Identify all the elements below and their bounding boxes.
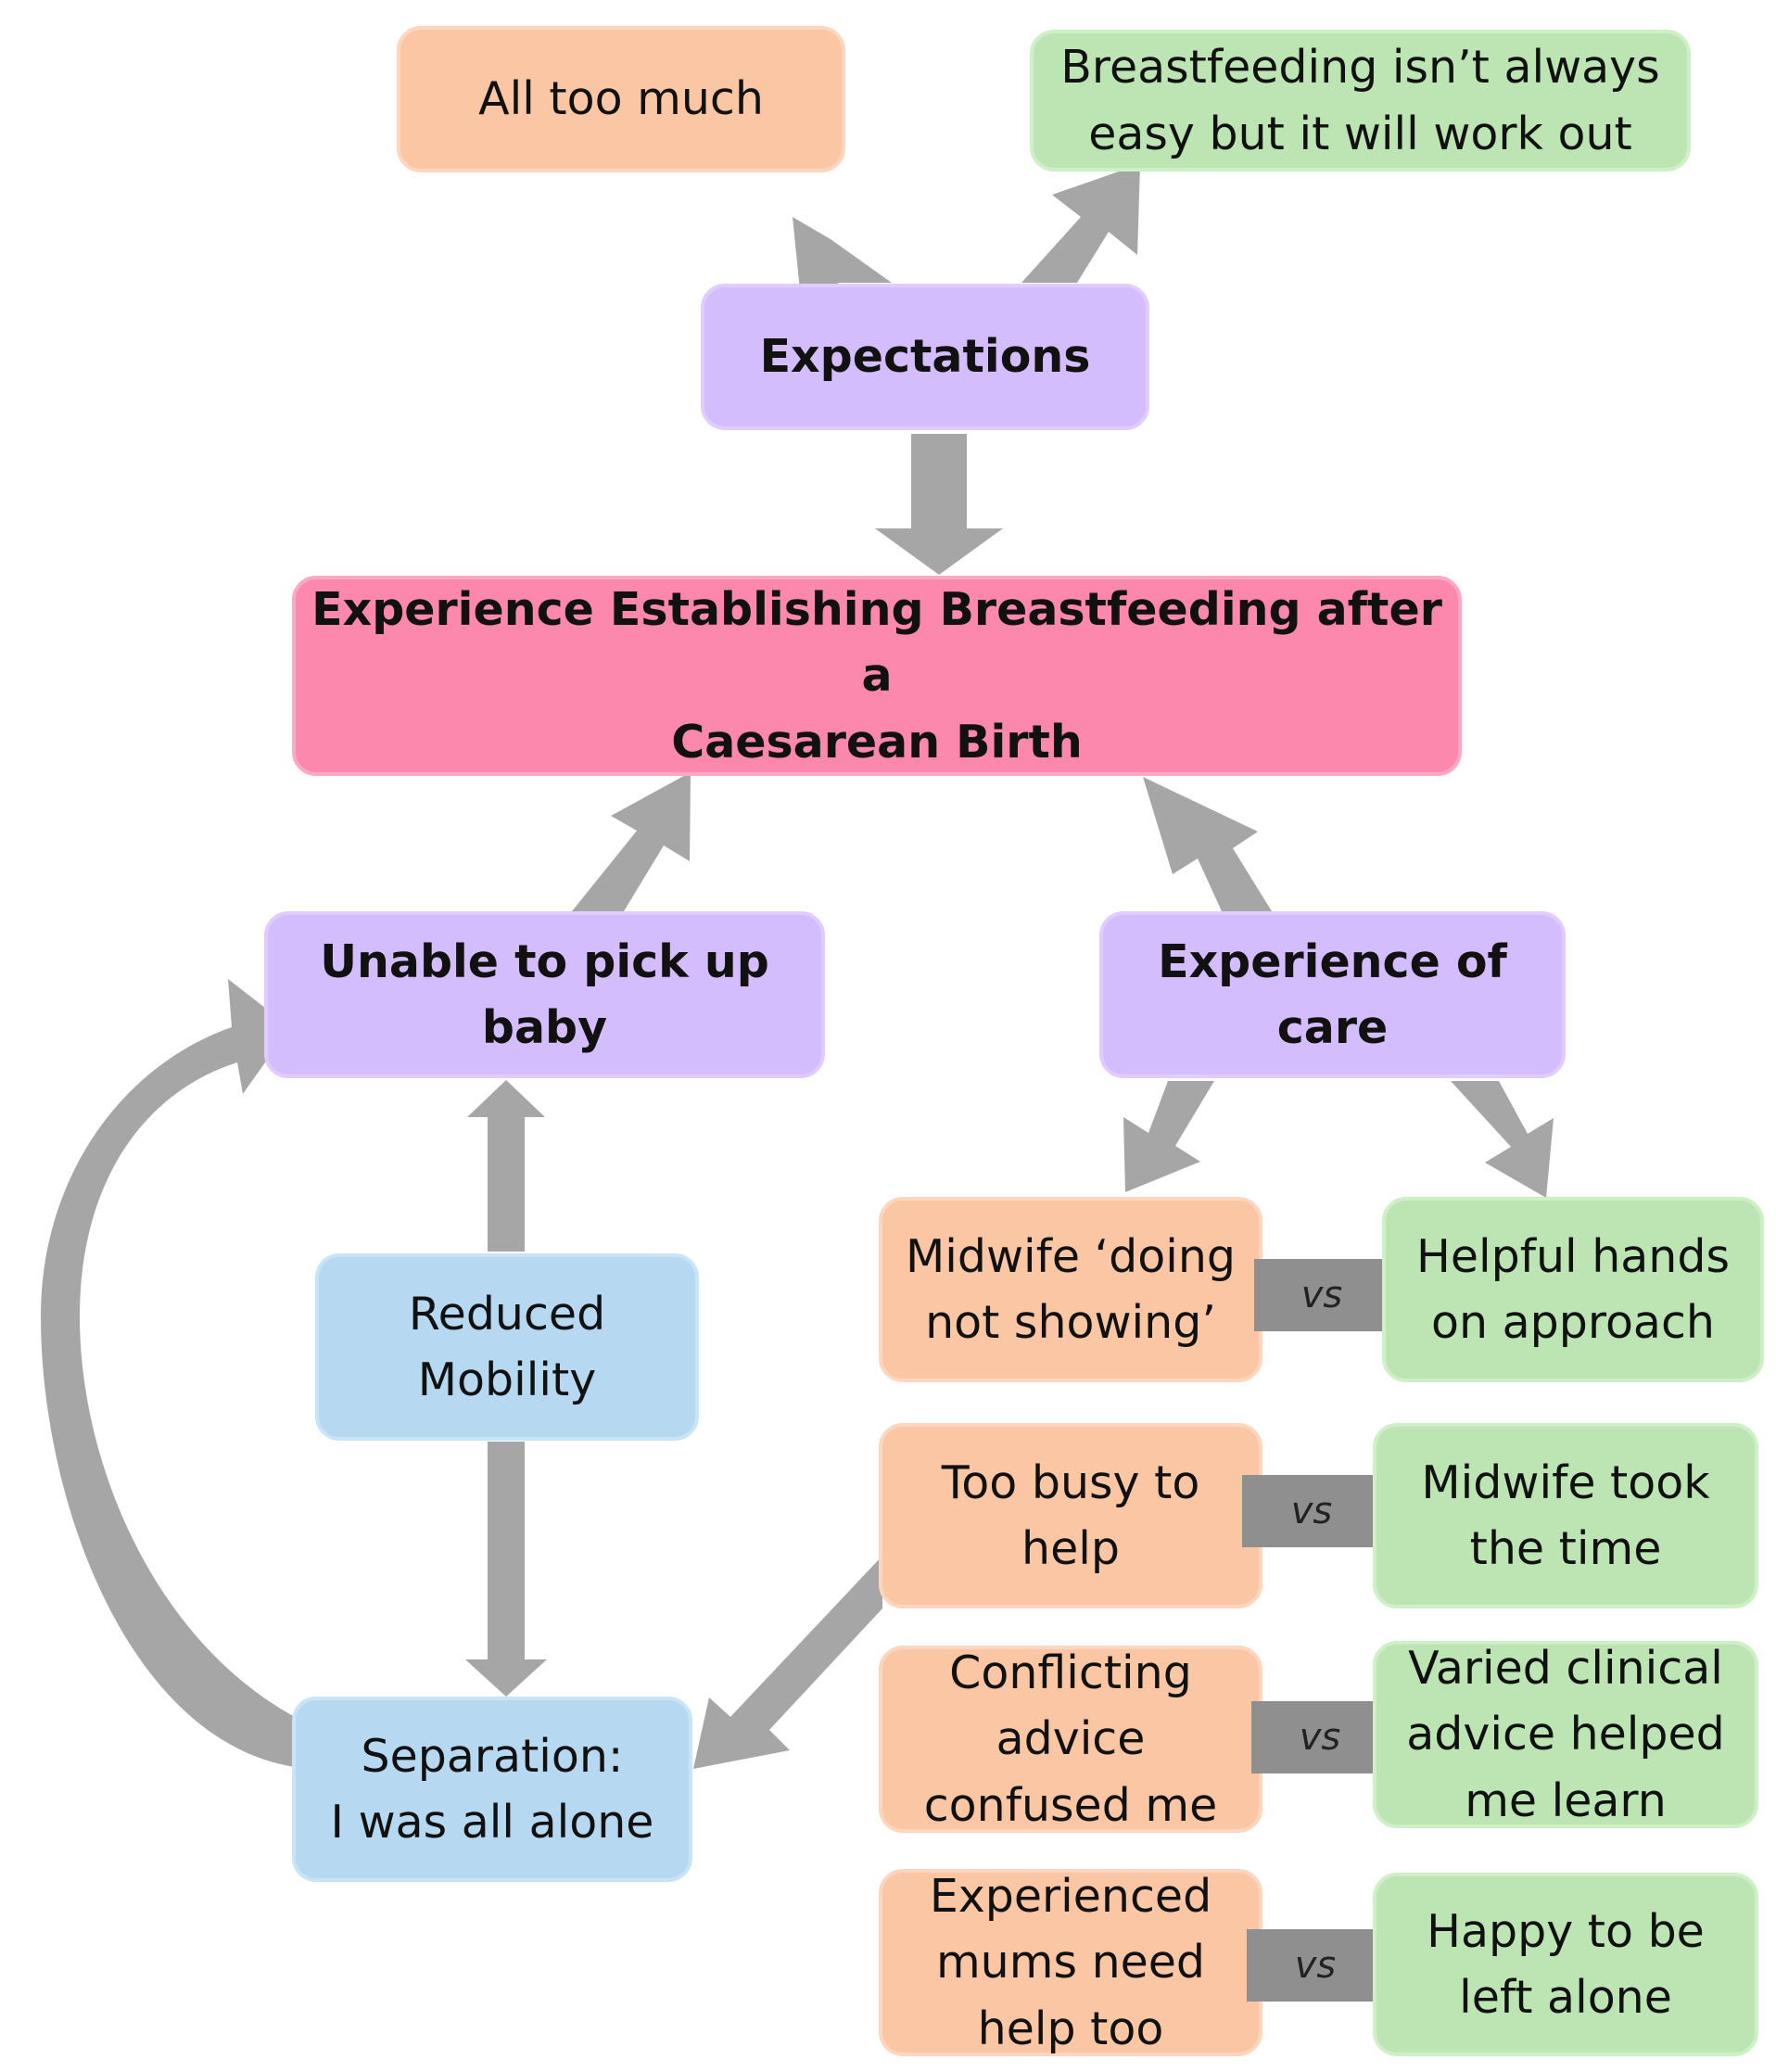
node-experienced-mums: Experienced mums need help too bbox=[879, 1869, 1262, 2056]
versus-connector: vs bbox=[1254, 1259, 1389, 1331]
versus-connector: vs bbox=[1247, 1929, 1384, 2002]
node-unable-to-pick-up-baby: Unable to pick up baby bbox=[264, 911, 825, 1078]
node-all-too-much: All too much bbox=[397, 26, 845, 172]
arrow-too-busy-to-separation bbox=[693, 1556, 882, 1769]
node-separation: Separation: I was all alone bbox=[292, 1697, 692, 1882]
node-varied-clinical-advice: Varied clinical advice helped me learn bbox=[1373, 1641, 1758, 1828]
versus-connector: vs bbox=[1251, 1701, 1389, 1773]
arrow-separation-to-unable bbox=[41, 979, 295, 1767]
arrow-care-to-central bbox=[1143, 777, 1272, 911]
arrow-care-to-midwife-doing bbox=[1123, 1081, 1214, 1192]
node-happy-to-be-left-alone: Happy to be left alone bbox=[1373, 1873, 1758, 2056]
node-breastfeeding-not-easy: Breastfeeding isn’t always easy but it w… bbox=[1030, 30, 1691, 172]
node-central-theme: Experience Establishing Breastfeeding af… bbox=[292, 576, 1462, 776]
versus-connector: vs bbox=[1242, 1475, 1381, 1547]
node-helpful-hands: Helpful hands on approach bbox=[1382, 1197, 1764, 1382]
node-reduced-mobility: Reduced Mobility bbox=[315, 1253, 699, 1441]
arrow-expectations-to-breastfeeding-not-easy bbox=[1021, 164, 1140, 283]
arrow-care-to-helpful-hands bbox=[1451, 1081, 1554, 1198]
node-experience-of-care: Experience of care bbox=[1099, 911, 1566, 1078]
node-midwife-took-the-time: Midwife took the time bbox=[1373, 1423, 1758, 1608]
arrow-mobility-to-unable bbox=[467, 1080, 545, 1252]
arrow-mobility-to-separation bbox=[465, 1442, 547, 1697]
node-midwife-doing-not-showing: Midwife ‘doing not showing’ bbox=[879, 1197, 1262, 1382]
arrow-unable-to-central bbox=[572, 772, 691, 911]
node-conflicting-advice: Conflicting advice confused me bbox=[879, 1646, 1262, 1833]
node-expectations: Expectations bbox=[701, 284, 1149, 430]
node-too-busy-to-help: Too busy to help bbox=[879, 1423, 1262, 1608]
arrow-expectations-to-central bbox=[875, 434, 1003, 575]
